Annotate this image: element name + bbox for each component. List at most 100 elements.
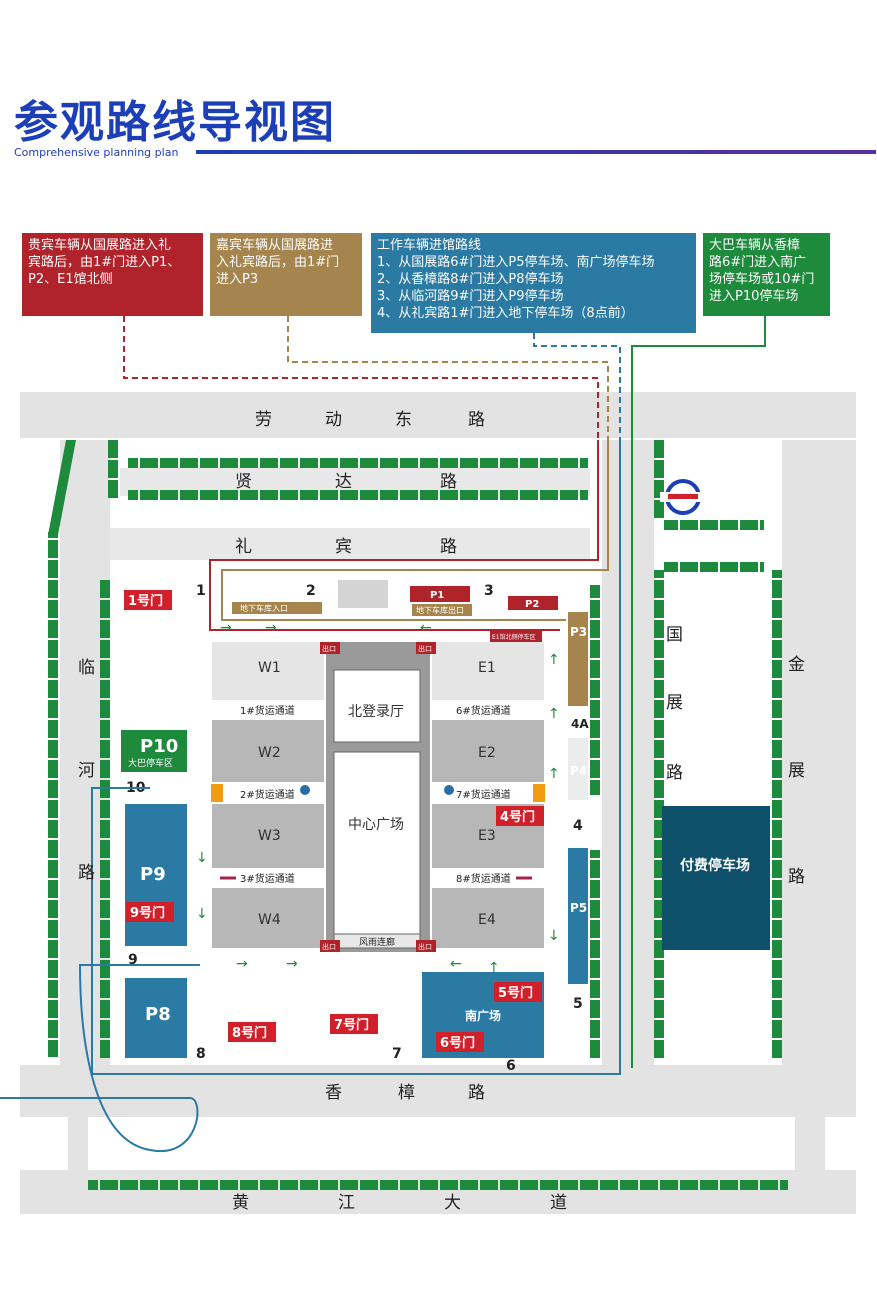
- page-title: 参观路线导视图: [14, 97, 336, 148]
- svg-text:→: →: [265, 620, 277, 636]
- svg-text:↑: ↑: [548, 706, 560, 722]
- road-xiangzhang-3: 路: [468, 1083, 485, 1103]
- road-huangjiang-2: 江: [338, 1193, 355, 1213]
- p10-sub-label: 大巴停车区: [128, 757, 173, 769]
- gate-num-4: 4: [573, 818, 583, 834]
- center-plaza-label: 中心广场: [348, 817, 404, 833]
- road-libin-1: 礼: [235, 537, 252, 557]
- road-guozhan-1: 国: [666, 625, 683, 645]
- channel-3-label: 3#货运通道: [240, 872, 295, 885]
- north-lobby: [333, 669, 421, 743]
- road-xiangzhang-1: 香: [325, 1083, 342, 1103]
- p4-label: P4: [570, 764, 587, 778]
- road-laodong: [20, 392, 856, 438]
- road-huangjiang-1: 黄: [232, 1193, 249, 1213]
- gate-6-label: 6号门: [440, 1035, 475, 1051]
- metro-logo-icon: [660, 479, 706, 515]
- gate-num-4a: 4A: [571, 717, 589, 731]
- svg-text:→: →: [220, 620, 232, 636]
- parking-p8: [125, 978, 187, 1058]
- gate-1-label: 1号门: [128, 593, 163, 609]
- road-jinzhan-2: 展: [788, 761, 805, 781]
- vip-route-box: 贵宾车辆从国展路进入礼 宾路后，由1#门进入P1、 P2、E1馆北侧: [22, 233, 203, 316]
- road-linhe-3: 路: [78, 863, 95, 883]
- channel-8-label: 8#货运通道: [456, 872, 511, 885]
- p8-label: P8: [145, 1004, 171, 1025]
- svg-text:↑: ↑: [488, 960, 500, 976]
- gate-num-8: 8: [196, 1046, 206, 1062]
- p5-label: P5: [570, 901, 587, 915]
- road-xianda-2: 达: [335, 472, 352, 492]
- hall-w2-label: W2: [258, 745, 281, 761]
- road-huangjiang-3: 大: [444, 1193, 461, 1213]
- north-lobby-label: 北登录厅: [348, 704, 404, 720]
- road-guozhan-3: 路: [666, 763, 683, 783]
- road-laodong-3: 东: [395, 410, 412, 430]
- e1-note-label: E1馆北侧停车区: [492, 633, 536, 641]
- road-xianda-3: 路: [440, 472, 457, 492]
- staff-route-box: 工作车辆进馆路线 1、从国展路6#门进入P5停车场、南广场停车场 2、从香樟路8…: [371, 233, 696, 333]
- gate-8-label: 8号门: [232, 1025, 267, 1041]
- guest-route-box: 嘉宾车辆从国展路进 入礼宾路后，由1#门 进入P3: [210, 233, 362, 316]
- parking-p4: [568, 738, 588, 800]
- parking-p2: [508, 596, 558, 610]
- channel-2-label: 2#货运通道: [240, 788, 295, 801]
- road-huangjiang: [20, 1170, 856, 1214]
- road-jinzhan: [782, 440, 856, 1100]
- hedge-xianda-bottom: [128, 490, 588, 500]
- road-libin: [110, 528, 590, 560]
- road-linhe-1: 临: [78, 658, 95, 678]
- p1-label: P1: [430, 590, 444, 601]
- exit-ne: 出口: [418, 644, 432, 653]
- exit-se: 出口: [418, 942, 432, 951]
- paid-parking: [662, 806, 770, 950]
- parking-p5: [568, 848, 588, 984]
- hall-w3: [212, 804, 324, 868]
- svg-text:↓: ↓: [196, 906, 208, 922]
- hall-e2: [432, 720, 544, 782]
- channel-1-label: 1#货运通道: [240, 704, 295, 717]
- svg-text:↑: ↑: [548, 652, 560, 668]
- bus-route-box: 大巴车辆从香樟 路6#门进入南广 场停车场或10#门 进入P10停车场: [703, 233, 830, 316]
- garage-in-label: 地下车库入口: [240, 603, 288, 613]
- svg-text:↑: ↑: [548, 766, 560, 782]
- gate-7-label: 7号门: [334, 1017, 369, 1033]
- road-huangjiang-4: 道: [550, 1193, 567, 1213]
- gate-num-7: 7: [392, 1046, 402, 1062]
- corridor-label: 风雨连廊: [359, 936, 395, 948]
- gate-4-label: 4号门: [500, 809, 535, 825]
- road-libin-2: 宾: [335, 537, 352, 557]
- gate-9-label: 9号门: [130, 905, 165, 921]
- parking-p9: [125, 804, 187, 946]
- gate-5-label: 5号门: [498, 985, 533, 1001]
- parking-p10: [121, 730, 187, 772]
- south-plaza-label: 南广场: [465, 1008, 501, 1023]
- p9-label: P9: [140, 864, 166, 885]
- gate-num-3: 3: [484, 583, 494, 599]
- hall-w1: [212, 642, 324, 700]
- svg-text:↓: ↓: [548, 928, 560, 944]
- svg-text:↓: ↓: [196, 850, 208, 866]
- hall-e1: [432, 642, 544, 700]
- road-libin-3: 路: [440, 537, 457, 557]
- svg-text:→: →: [236, 956, 248, 972]
- center-plaza: [333, 751, 421, 935]
- road-guozhan-2: 展: [666, 693, 683, 713]
- road-laodong-4: 路: [468, 410, 485, 430]
- hedge-xianda-top: [128, 458, 588, 468]
- channel-7-label: 7#货运通道: [456, 788, 511, 801]
- svg-text:→: →: [286, 956, 298, 972]
- p3-label: P3: [570, 625, 587, 639]
- hall-e2-label: E2: [478, 745, 496, 761]
- p10-label: P10: [140, 736, 178, 757]
- svg-text:←: ←: [450, 956, 462, 972]
- hall-e4-label: E4: [478, 912, 496, 928]
- hall-e3-label: E3: [478, 828, 496, 844]
- title-rule: [196, 150, 876, 154]
- exit-sw: 出口: [322, 942, 336, 951]
- svg-text:←: ←: [420, 620, 432, 636]
- road-xiangzhang: [20, 1065, 856, 1117]
- p2-label: P2: [525, 599, 539, 610]
- hall-w4: [212, 888, 324, 948]
